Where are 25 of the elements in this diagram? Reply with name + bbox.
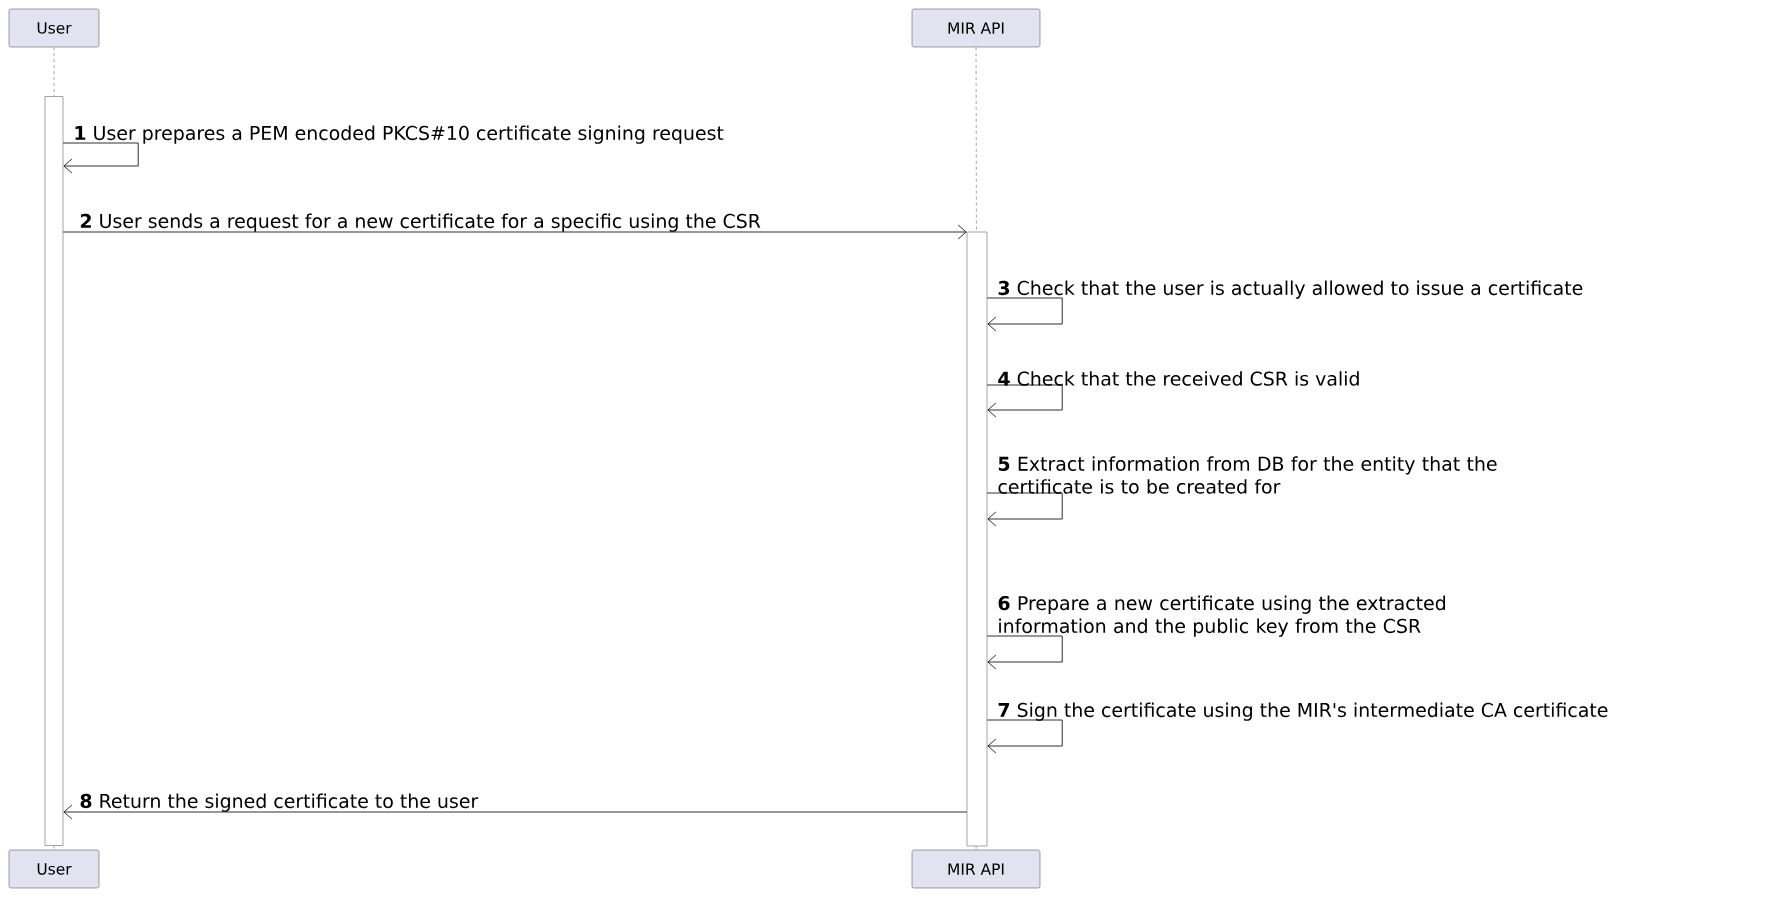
participant-box: User: [8, 8, 100, 48]
self-message-arrow: [986, 635, 1063, 670]
participant-box: User: [8, 849, 100, 889]
participant-box: MIR API: [911, 8, 1041, 48]
edge-label: 2 User sends a request for a new certificate for a specific using the CSR: [80, 213, 761, 232]
self-message-arrow: [62, 142, 139, 174]
lifeline: [53, 46, 55, 97]
self-message-arrow: [986, 384, 1063, 418]
lifeline: [975, 46, 977, 233]
participant-box: MIR API: [911, 849, 1041, 889]
edge-label: 6 Prepare a new certificate using the extracted information and the public key from the CSR: [998, 595, 1445, 637]
edge-label: 3 Check that the user is actually allowed to issue a certificate: [998, 280, 1583, 299]
self-message-arrow: [986, 719, 1063, 754]
activation-bar: [966, 231, 988, 847]
edge-label: 4 Check that the received CSR is valid: [998, 371, 1359, 386]
self-message-arrow: [986, 492, 1063, 527]
edge-label: 5 Extract information from DB for the entity that the certificate is to be created for: [998, 456, 1497, 494]
message-arrow: [63, 804, 968, 820]
self-message-arrow: [986, 297, 1063, 332]
activation-bar: [44, 96, 64, 846]
lifeline: [53, 845, 55, 851]
edge-label: 8 Return the signed certificate to the user: [80, 793, 479, 812]
edge-label: 7 Sign the certificate using the MIR's intermediate CA certificate: [998, 702, 1608, 721]
edge-label: 1 User prepares a PEM encoded PKCS#10 certificate signing request: [75, 125, 724, 144]
message-arrow: [62, 224, 967, 240]
